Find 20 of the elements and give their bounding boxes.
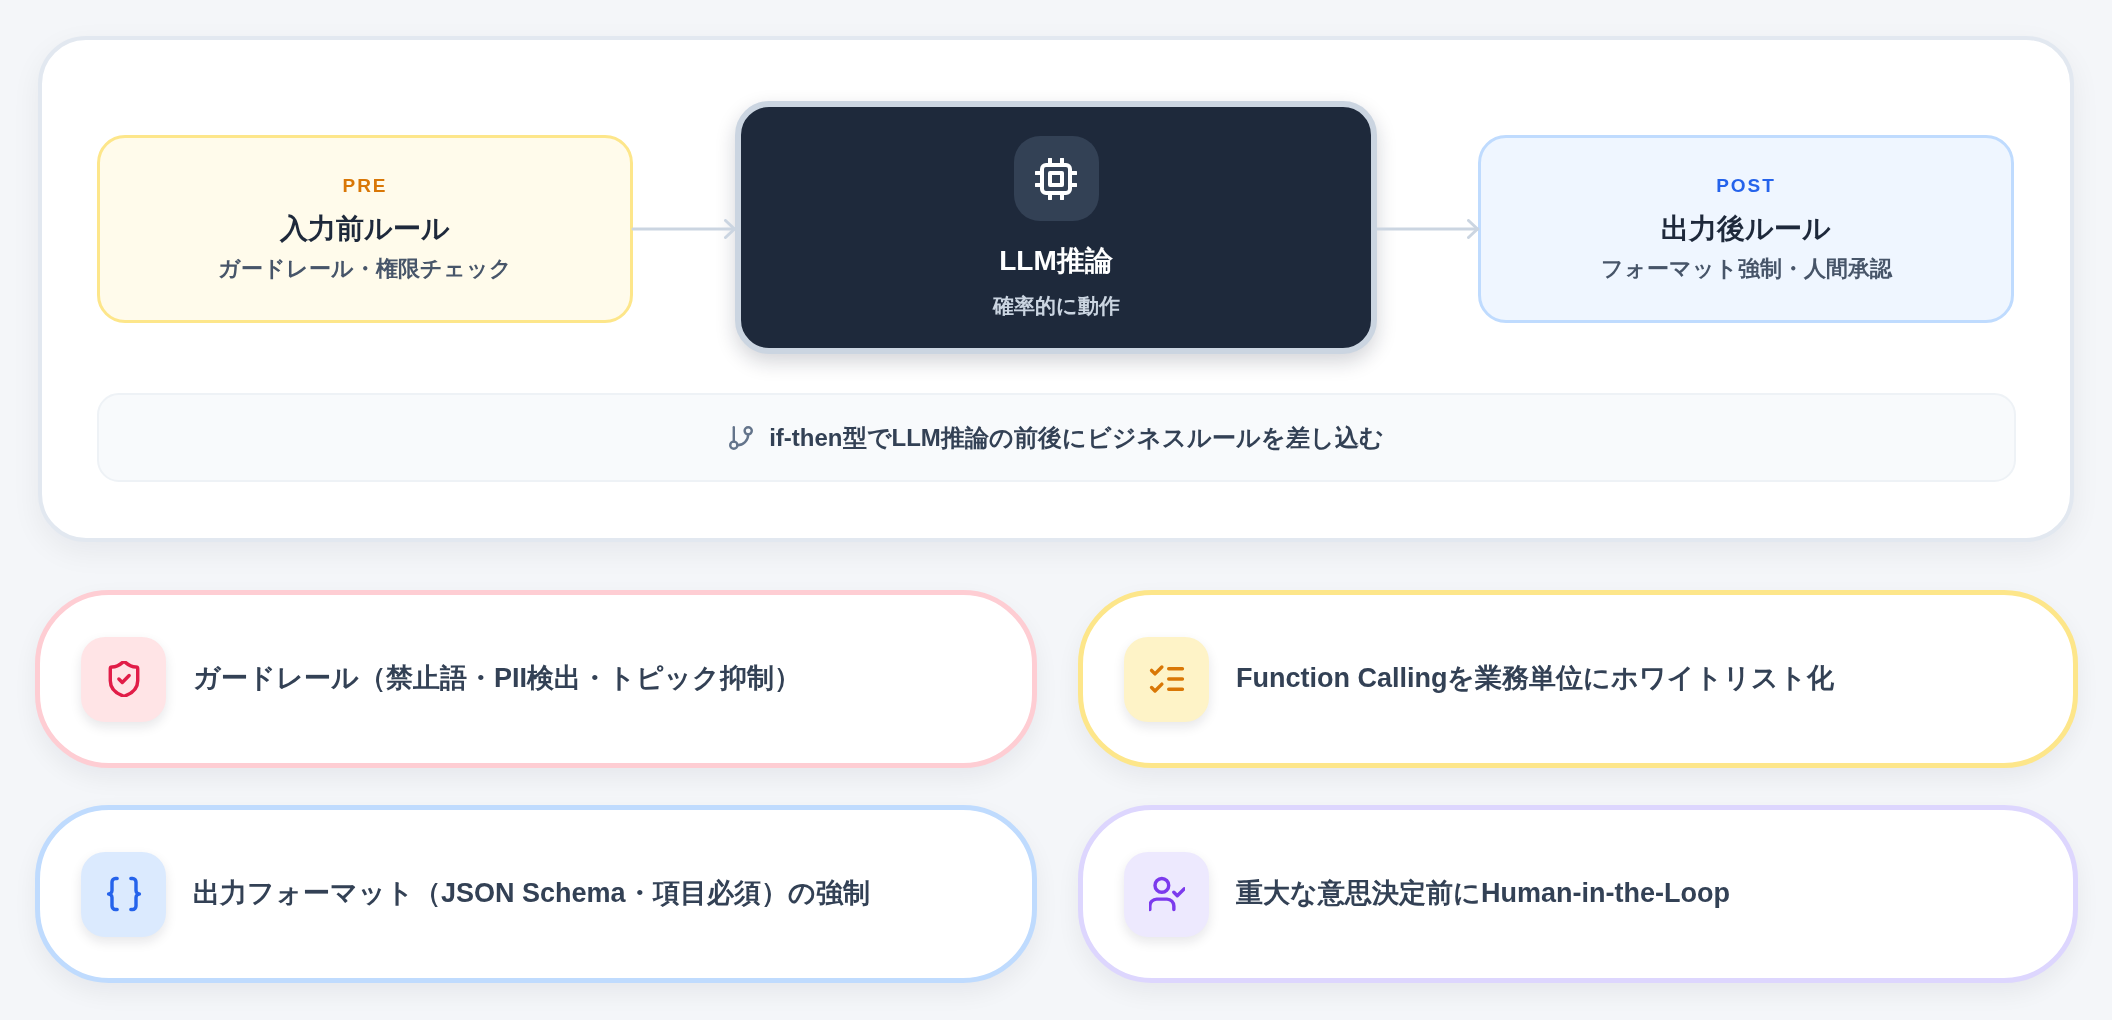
stage-box (1478, 135, 2014, 323)
stage-box (97, 135, 633, 323)
card-text: Function Callingを業務単位にホワイトリスト化 (1236, 662, 1835, 696)
note-text: if-then型でLLM推論の前後にビジネスルールを差し込む (769, 422, 1384, 453)
arrow (631, 219, 737, 239)
stage-title: 出力後ルール (1661, 211, 1831, 246)
note-bar (97, 393, 2016, 482)
container-panel (38, 36, 2074, 542)
card-text: 出力フォーマット（JSON Schema・項目必須）の強制 (193, 877, 870, 911)
arrow (1375, 219, 1480, 239)
card-text: ガードレール（禁止語・PII検出・トピック抑制） (193, 662, 801, 696)
process-box (735, 101, 1377, 354)
stage-subtitle: フォーマット強制・人間承認 (1600, 255, 1892, 284)
stage-tag: POST (1716, 174, 1776, 199)
stage-subtitle: ガードレール・権限チェック (218, 255, 512, 284)
stage-tag: PRE (342, 174, 388, 199)
stage-title: 入力前ルール (280, 211, 450, 246)
stage-subtitle: 確率的に動作 (992, 292, 1120, 319)
card-text: 重大な意思決定前にHuman-in-the-Loop (1236, 877, 1730, 911)
stage-title: LLM推論 (999, 244, 1113, 279)
